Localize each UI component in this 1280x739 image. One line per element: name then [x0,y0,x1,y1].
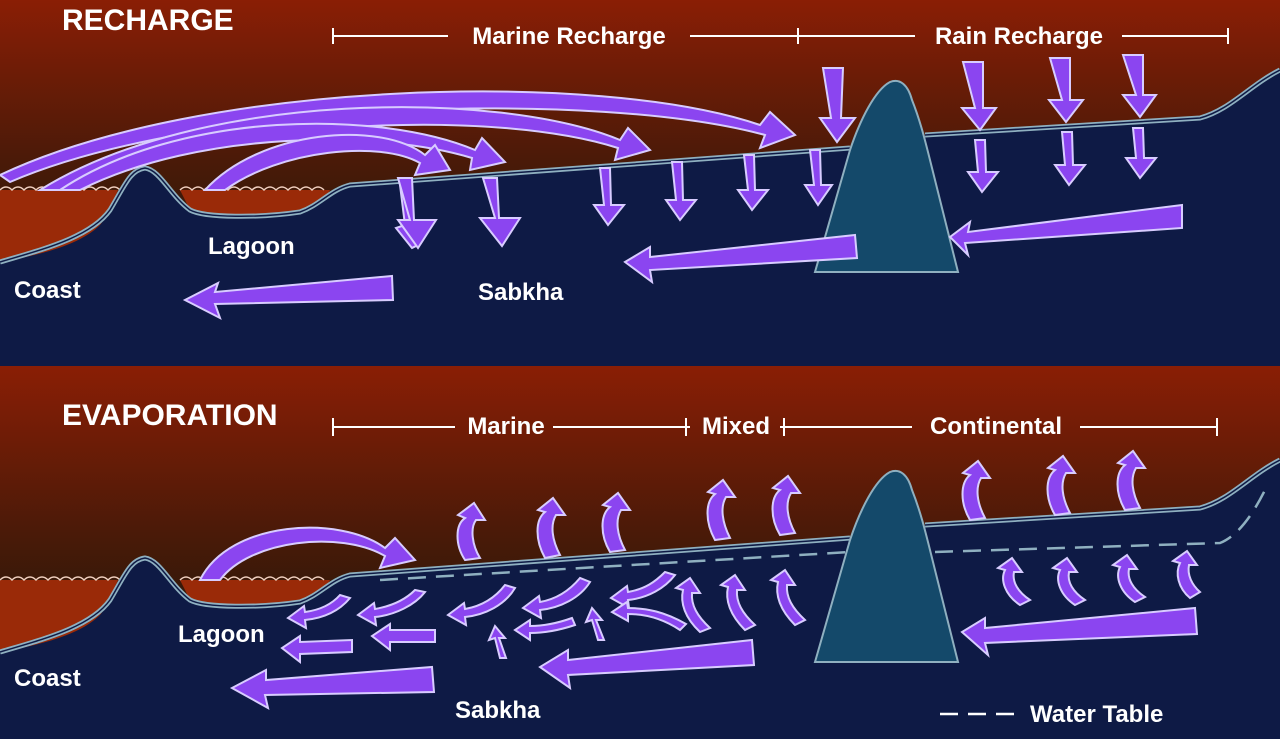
recharge-marine-curved-arrows [0,90,797,191]
recharge-coast-water [0,190,118,262]
panel-divider [0,360,1280,366]
evaporation-coast-water [0,580,118,652]
zone-label-marine-recharge: Marine Recharge [472,23,665,50]
evaporation-lagoon-arc-arrow [198,526,417,581]
legend-water-table-label: Water Table [1030,701,1163,728]
recharge-coast-label: Coast [14,277,81,304]
recharge-zone-bar [332,28,1229,44]
evaporation-lagoon-label: Lagoon [178,621,265,648]
recharge-lagoon-water [180,190,330,217]
evaporation-ground [0,460,1280,739]
evaporation-lagoon-water [180,580,330,607]
evaporation-panel: EVAPORATION Marine Mixed Continental Lag… [0,366,1280,739]
recharge-title: RECHARGE [62,4,234,37]
recharge-lagoon-label: Lagoon [208,233,295,260]
zone-label-continental: Continental [930,413,1062,440]
zone-label-mixed: Mixed [702,413,770,440]
evaporation-up-arrows [456,449,1202,659]
evaporation-title: EVAPORATION [62,399,278,432]
evaporation-left-curl-arrows [229,570,1199,710]
evaporation-zone-bar [332,418,1218,436]
recharge-down-arrows [394,54,1159,250]
recharge-panel: RECHARGE Marine Recharge Rain Recharge L… [0,0,1280,360]
zone-label-marine: Marine [467,413,544,440]
water-table-line [379,489,1267,582]
evaporation-sabkha-label: Sabkha [455,697,541,724]
recharge-sabkha-label: Sabkha [478,279,564,306]
zone-label-rain-recharge: Rain Recharge [935,23,1103,50]
evaporation-coast-label: Coast [14,665,81,692]
recharge-dune [813,80,960,273]
evaporation-dune [813,470,960,663]
recharge-horizontal-arrows [182,203,1183,321]
legend: Water Table [940,701,1163,728]
